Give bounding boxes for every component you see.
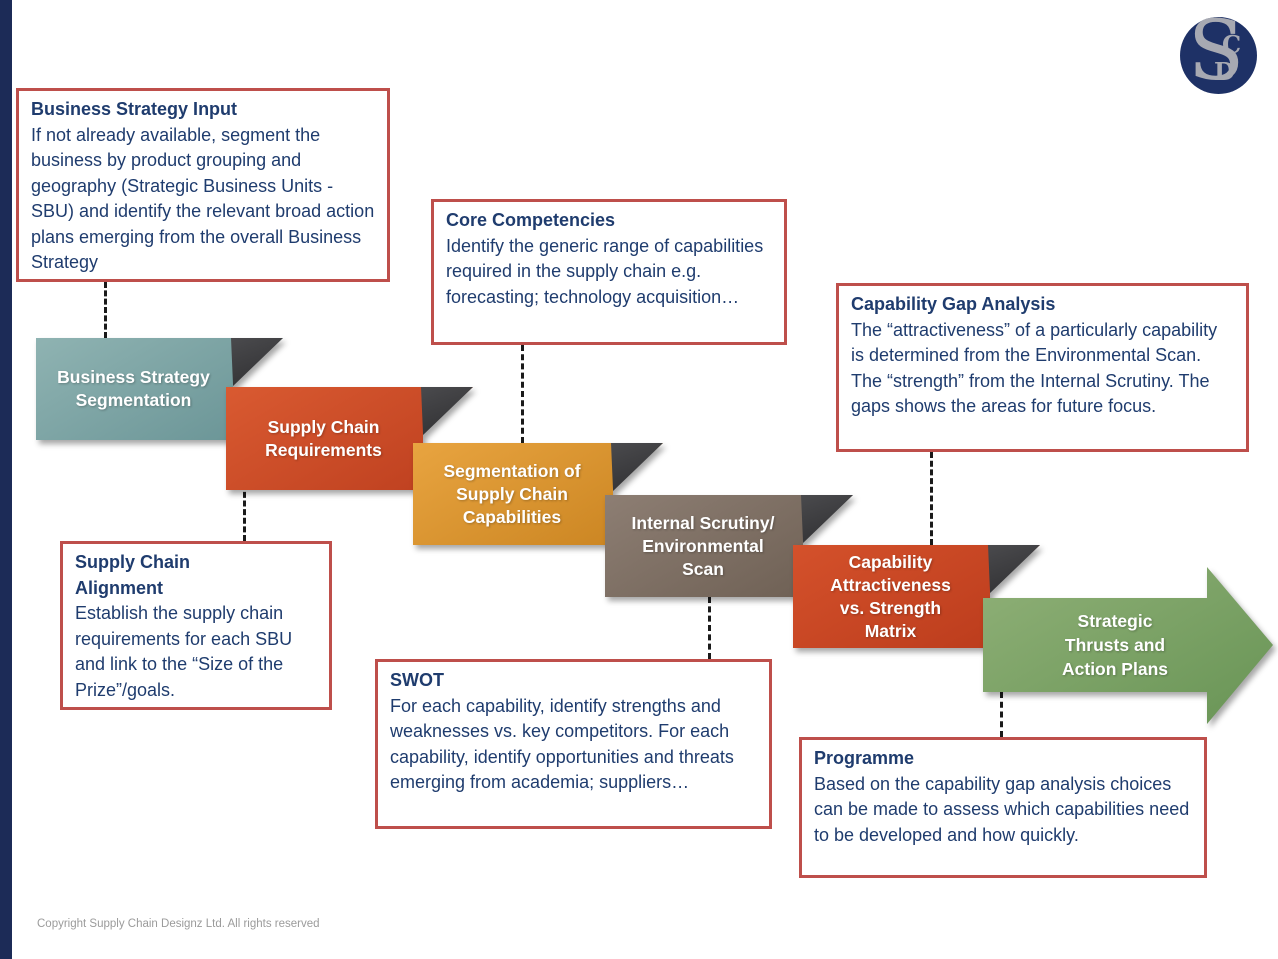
arrow-label: Strategic Thrusts and Action Plans [1062, 611, 1168, 679]
connector-capability-gap-analysis [930, 452, 933, 545]
connector-supply-chain-alignment [243, 440, 246, 541]
connector-core-competencies [521, 345, 524, 443]
banner-label: Internal Scrutiny/ Environmental Scan [631, 512, 775, 579]
connector-programme [1000, 692, 1003, 737]
callout-body: If not already available, segment the bu… [31, 124, 375, 273]
folded-corner-icon [801, 495, 853, 543]
callout-body: The “attractiveness” of a particularly c… [851, 319, 1218, 417]
callout-title: Programme [814, 748, 915, 768]
logo-letter-s: S [1188, 4, 1245, 99]
callout-capability-gap-analysis: Capability Gap Analysis The “attractiven… [836, 283, 1249, 452]
logo-letter-d: D [1214, 57, 1235, 86]
scd-logo: S C D [1180, 11, 1257, 94]
folded-corner-icon [421, 387, 473, 435]
connector-swot [708, 597, 711, 659]
left-accent-bar [0, 0, 12, 959]
strategic-thrusts-arrow: Strategic Thrusts and Action Plans [983, 567, 1275, 724]
callout-title: Supply Chain Alignment [75, 552, 191, 598]
callout-title: SWOT [390, 670, 444, 690]
copyright-notice: Copyright Supply Chain Designz Ltd. All … [37, 918, 320, 930]
callout-title: Business Strategy Input [31, 99, 238, 119]
callout-body: Identify the generic range of capabiliti… [446, 235, 764, 307]
callout-programme: Programme Based on the capability gap an… [799, 737, 1207, 878]
banner-label: Segmentation of Supply Chain Capabilitie… [443, 460, 581, 527]
callout-title: Capability Gap Analysis [851, 294, 1056, 314]
callout-core-competencies: Core Competencies Identify the generic r… [431, 199, 787, 345]
banner-label: Supply Chain Requirements [265, 416, 382, 460]
banner-label: Business Strategy Segmentation [57, 367, 210, 410]
callout-body: Establish the supply chain requirements … [75, 603, 293, 700]
callout-body: For each capability, identify strengths … [390, 695, 734, 793]
callout-swot: SWOT For each capability, identify stren… [375, 659, 772, 829]
connector-business-strategy-input [104, 282, 107, 338]
banner-label: Capability Attractiveness vs. Strength M… [830, 551, 951, 641]
callout-body: Based on the capability gap analysis cho… [814, 773, 1190, 845]
folded-corner-icon [231, 338, 283, 386]
callout-business-strategy-input: Business Strategy Input If not already a… [16, 88, 390, 282]
logo-letter-c: C [1222, 30, 1242, 59]
folded-corner-icon [611, 443, 663, 491]
callout-title: Core Competencies [446, 210, 616, 230]
callout-supply-chain-alignment: Supply Chain Alignment Establish the sup… [60, 541, 332, 710]
